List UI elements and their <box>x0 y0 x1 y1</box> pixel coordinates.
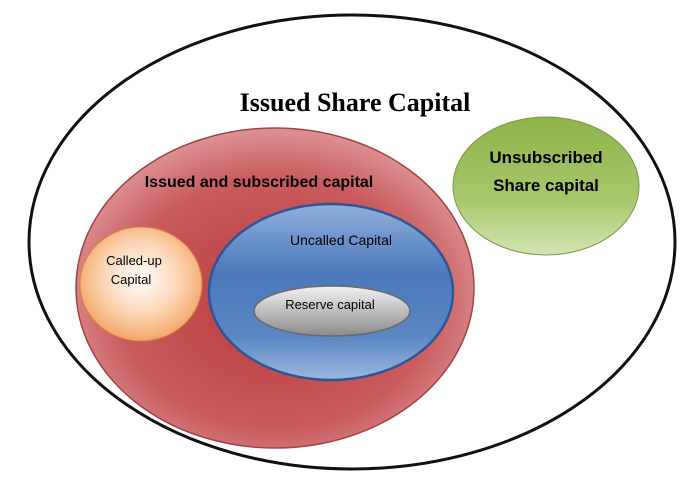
subscribed-capital-label: Issued and subscribed capital <box>145 174 374 191</box>
unsubscribed-label-line1: Unsubscribed <box>489 148 602 167</box>
called-up-capital-ellipse <box>79 226 203 342</box>
called-up-label-line1: Called-up <box>106 253 162 268</box>
reserve-capital-label: Reserve capital <box>285 297 375 312</box>
uncalled-capital-label: Uncalled Capital <box>290 232 392 248</box>
unsubscribed-capital-ellipse <box>452 116 640 256</box>
outer-label: Issued Share Capital <box>240 88 471 117</box>
unsubscribed-label-line2: Share capital <box>493 176 599 195</box>
reserve-capital-ellipse <box>253 285 411 337</box>
called-up-label-line2: Capital <box>111 272 152 287</box>
